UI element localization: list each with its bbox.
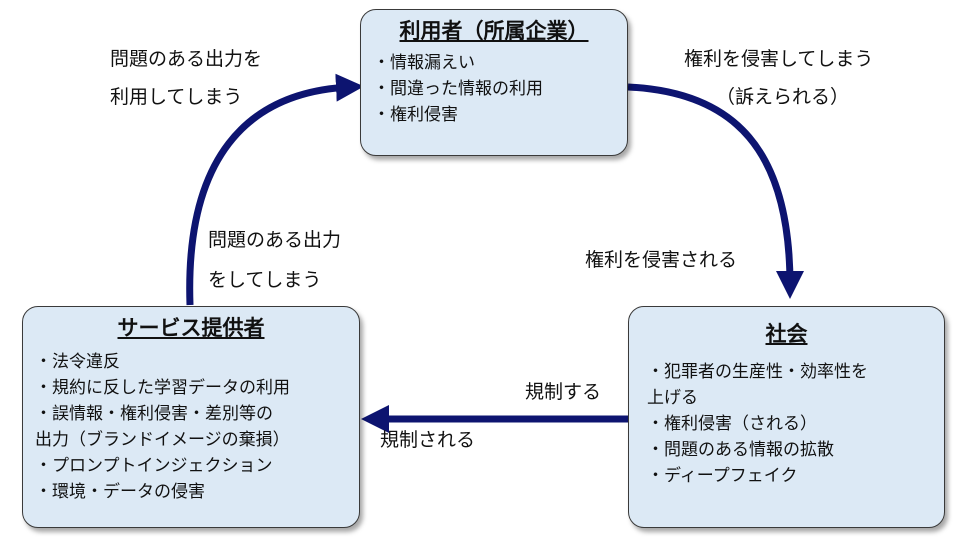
label-infringed: 権利を侵害される (585, 249, 738, 271)
label-use-problem-line1: 問題のある出力を (110, 48, 263, 70)
provider-box: サービス提供者 ・法令違反 ・規約に反した学習データの利用 ・誤情報・権利侵害・… (22, 306, 360, 528)
list-item: ・規約に反した学習データの利用 (35, 378, 290, 398)
list-item: ・プロンプトインジェクション (35, 456, 273, 476)
label-output-problem-line2: をしてしまう (208, 269, 322, 291)
society-box-title: 社会 (765, 322, 808, 346)
list-item: ・犯罪者の生産性・効率性を (647, 362, 868, 382)
label-infringe-line2: （訴えられる） (716, 86, 850, 108)
arrow-user-to-society (627, 83, 804, 299)
society-box-list: ・犯罪者の生産性・効率性を 上げる ・権利侵害（される） ・問題のある情報の拡散… (629, 359, 944, 489)
label-regulated: 規制される (380, 429, 476, 451)
list-item: ・間違った情報の利用 (373, 79, 543, 99)
list-item: ・誤情報・権利侵害・差別等の (35, 404, 273, 424)
arrow-provider-to-user (186, 73, 364, 306)
user-box-list: ・情報漏えい ・間違った情報の利用 ・権利侵害 (361, 50, 627, 128)
list-item: ・権利侵害（される） (647, 414, 817, 434)
list-item: ・環境・データの侵害 (35, 482, 205, 502)
user-box: 利用者（所属企業） ・情報漏えい ・間違った情報の利用 ・権利侵害 (360, 9, 628, 156)
list-item: ・ディープフェイク (647, 466, 798, 486)
list-item: ・権利侵害 (373, 105, 458, 125)
label-output-problem-line1: 問題のある出力 (208, 229, 342, 251)
list-item: ・情報漏えい (373, 53, 475, 73)
society-box: 社会 ・犯罪者の生産性・効率性を 上げる ・権利侵害（される） ・問題のある情報… (628, 306, 945, 528)
label-infringe-line1: 権利を侵害してしまう (684, 48, 874, 70)
provider-box-list: ・法令違反 ・規約に反した学習データの利用 ・誤情報・権利侵害・差別等の 出力（… (23, 349, 359, 505)
list-item: ・問題のある情報の拡散 (647, 440, 834, 460)
list-item: 上げる (647, 388, 698, 408)
provider-box-title: サービス提供者 (117, 316, 265, 340)
list-item: 出力（ブランドイメージの棄損） (35, 430, 290, 450)
label-use-problem-line2: 利用してしまう (110, 86, 243, 108)
label-regulate: 規制する (525, 381, 602, 403)
list-item: ・法令違反 (35, 352, 120, 372)
user-box-title: 利用者（所属企業） (399, 19, 589, 43)
